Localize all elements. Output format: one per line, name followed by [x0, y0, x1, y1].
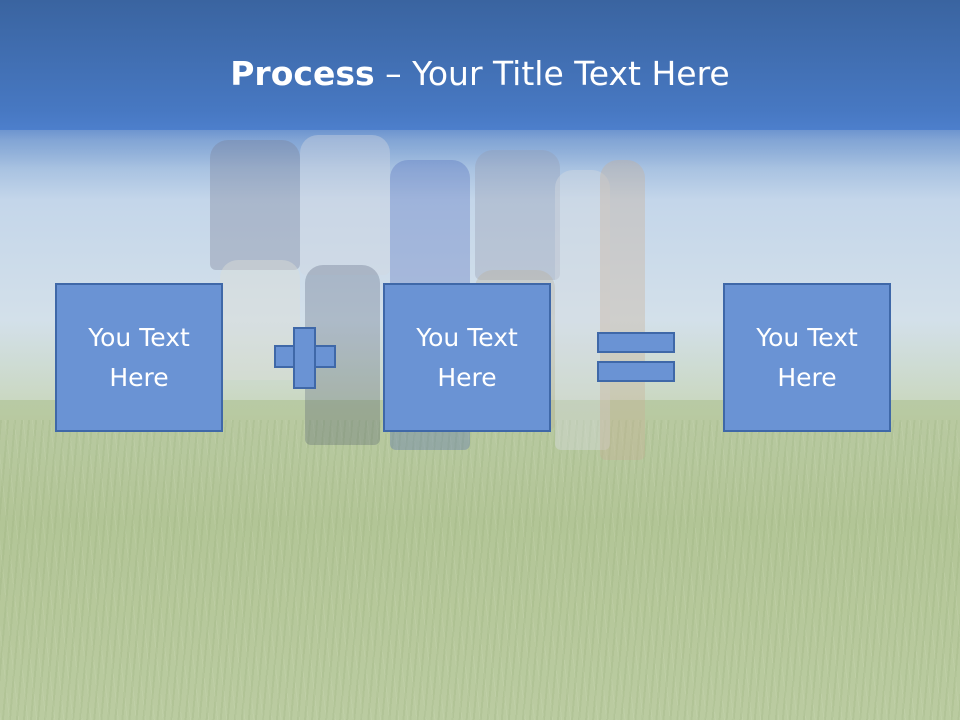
- process-box-1-text: You Text Here: [88, 322, 190, 392]
- title-bold: Process: [230, 54, 375, 93]
- slide-title[interactable]: Process – Your Title Text Here: [0, 54, 960, 94]
- process-box-2[interactable]: You Text Here: [383, 283, 551, 432]
- equals-icon-top: [597, 332, 675, 353]
- title-bar: [0, 0, 960, 130]
- process-box-1[interactable]: You Text Here: [55, 283, 223, 432]
- process-box-3-text: You Text Here: [756, 322, 858, 392]
- process-box-2-text: You Text Here: [416, 322, 518, 392]
- title-rest: – Your Title Text Here: [374, 54, 730, 93]
- grass-field: [0, 400, 960, 720]
- sky-fade: [0, 128, 960, 168]
- equals-icon: [597, 361, 675, 382]
- plus-icon-center: [295, 347, 314, 366]
- process-box-3[interactable]: You Text Here: [723, 283, 891, 432]
- grass-texture: [0, 420, 960, 720]
